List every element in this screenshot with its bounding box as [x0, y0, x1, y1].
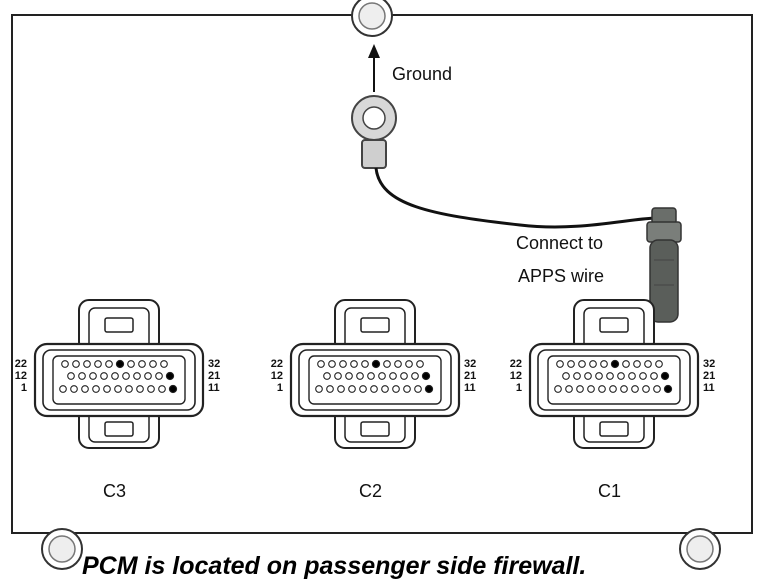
pin-number-label: 12 [509, 370, 522, 382]
pin-row [61, 359, 168, 369]
ground-label: Ground [392, 64, 453, 84]
pin-number-label: 22 [270, 358, 283, 370]
ground-wire [374, 167, 659, 229]
pin-number-label: 1 [515, 382, 522, 394]
pin-number-label: 32 [208, 358, 221, 370]
pin-number-label: 21 [208, 370, 221, 382]
pin-number-label: 12 [14, 370, 27, 382]
pin-number-label: 11 [208, 382, 220, 394]
pin-number-label: 21 [464, 370, 477, 382]
pin-number-label: 22 [14, 358, 27, 370]
pin-row [59, 384, 178, 394]
pin-row [556, 359, 663, 369]
apps-wire-label: APPS wire [518, 266, 605, 286]
connector-label-c2: C2 [359, 481, 383, 501]
pin-row [554, 384, 673, 394]
pin-number-label: 1 [20, 382, 27, 394]
bottom-right-bolt-icon [679, 528, 721, 570]
pcm-location-caption: PCM is located on passenger side firewal… [82, 552, 587, 580]
pin-row [67, 371, 175, 381]
top-bolt-icon [351, 0, 393, 37]
pin-number-label: 1 [276, 382, 283, 394]
connector-c1 [528, 299, 700, 449]
connector-label-c1: C1 [598, 481, 622, 501]
pin-number-label: 21 [703, 370, 716, 382]
pin-row [317, 359, 424, 369]
pin-number-label: 11 [703, 382, 715, 394]
bottom-left-bolt-icon [41, 528, 83, 570]
pin-number-label: 32 [703, 358, 716, 370]
connector-c2 [289, 299, 461, 449]
pin-number-label: 32 [464, 358, 477, 370]
pcm-panel-outline [11, 14, 753, 534]
ground-arrow-icon [368, 44, 380, 92]
pin-number-label: 22 [509, 358, 522, 370]
pin-row [315, 384, 434, 394]
apps-wire-plug-icon [646, 207, 682, 323]
connector-label-c3: C3 [103, 481, 127, 501]
connect-to-label: Connect to [516, 233, 604, 253]
connector-c3 [33, 299, 205, 449]
pin-row [562, 371, 670, 381]
ring-terminal-icon [351, 95, 397, 169]
pin-number-label: 12 [270, 370, 283, 382]
pin-number-label: 11 [464, 382, 476, 394]
pin-row [323, 371, 431, 381]
